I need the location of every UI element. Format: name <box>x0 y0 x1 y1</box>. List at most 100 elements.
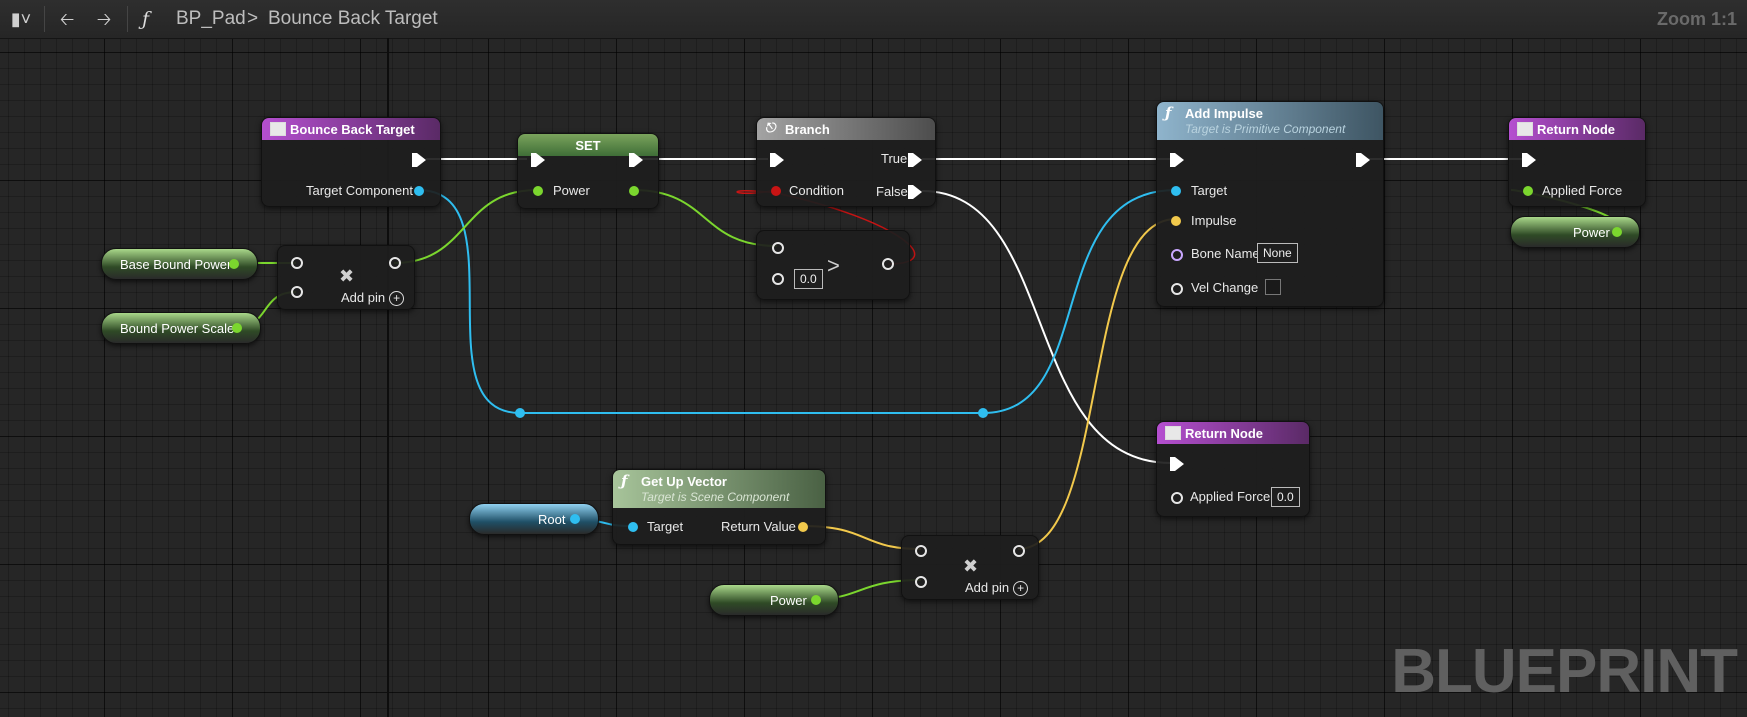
breadcrumb-blueprint[interactable]: BP_Pad <box>176 8 246 29</box>
set-variable-node[interactable]: SET Power <box>517 133 659 209</box>
exec-in-pin[interactable] <box>1170 153 1184 167</box>
plus-icon: + <box>1013 581 1029 596</box>
result-out-pin[interactable] <box>389 257 401 269</box>
bone-name-field[interactable]: None <box>1257 243 1298 263</box>
multiply-icon: ✖ <box>339 266 355 286</box>
exec-out-pin[interactable] <box>1356 153 1370 167</box>
a-in-pin[interactable] <box>772 242 784 254</box>
add-impulse-node[interactable]: ƒ Add Impulse Target is Primitive Compon… <box>1156 101 1384 307</box>
root-component-getter[interactable]: Root <box>469 503 599 535</box>
a-in-pin[interactable] <box>291 257 303 269</box>
applied-force-pin[interactable] <box>1523 186 1533 196</box>
node-title: Add Impulse <box>1185 106 1264 121</box>
pin-label: True <box>881 151 908 166</box>
result-out-pin[interactable] <box>1013 545 1025 557</box>
applied-force-field[interactable]: 0.0 <box>1271 487 1300 507</box>
multiply-vector-node[interactable]: ✖ Add pin+ <box>901 535 1039 600</box>
pin-label: Target <box>647 519 684 534</box>
multiply-node[interactable]: ✖ Add pin+ <box>277 245 415 310</box>
power-out-pin[interactable] <box>1612 227 1622 237</box>
exec-in-pin[interactable] <box>531 153 545 167</box>
base-bound-power-getter[interactable]: Base Bound Power <box>101 248 258 280</box>
node-title: Return Node <box>1537 122 1615 137</box>
b-in-pin[interactable] <box>291 286 303 298</box>
function-entry-icon <box>270 122 286 136</box>
return-value-pin[interactable] <box>798 522 808 532</box>
bookmark-menu-button[interactable]: ▮˅ <box>4 6 38 32</box>
greater-than-node[interactable]: 0.0 > <box>756 230 910 300</box>
function-entry-node[interactable]: Bounce Back Target Target Component <box>261 117 441 207</box>
breadcrumb-function[interactable]: Bounce Back Target <box>268 8 438 29</box>
add-pin-button[interactable]: Add pin+ <box>965 580 1029 596</box>
add-pin-button[interactable]: Add pin+ <box>341 290 405 306</box>
power-out-pin[interactable] <box>811 595 821 605</box>
b-in-pin[interactable] <box>772 273 784 285</box>
b-in-pin[interactable] <box>915 576 927 588</box>
bool-out-pin[interactable] <box>882 258 894 270</box>
exec-out-pin[interactable] <box>412 153 426 167</box>
return-node[interactable]: Return Node Applied Force <box>1508 117 1646 207</box>
node-title: Bounce Back Target <box>290 122 415 137</box>
back-arrow-icon: 🡠 <box>59 9 75 29</box>
pin-label: Applied Force <box>1190 489 1271 504</box>
pin-label: Impulse <box>1191 213 1237 228</box>
function-icon: ƒ <box>1165 104 1172 122</box>
zoom-indicator: Zoom 1:1 <box>1656 9 1737 29</box>
target-component-pin[interactable] <box>414 186 424 196</box>
impulse-pin[interactable] <box>1171 216 1181 226</box>
return-node-false[interactable]: Return Node Applied Force 0.0 <box>1156 421 1310 517</box>
condition-pin[interactable] <box>771 186 781 196</box>
variable-label: Base Bound Power <box>120 257 232 272</box>
target-pin[interactable] <box>1171 186 1181 196</box>
power-variable-getter-bottom[interactable]: Power <box>709 584 839 616</box>
exec-in-pin[interactable] <box>770 153 784 167</box>
pin-label: Return Value <box>721 519 796 534</box>
node-title: Return Node <box>1185 426 1263 441</box>
b-value-field[interactable]: 0.0 <box>794 269 823 289</box>
node-header: Return Node <box>1509 118 1645 140</box>
back-button[interactable]: 🡠 <box>54 6 80 32</box>
applied-force-pin[interactable] <box>1171 492 1183 504</box>
pin-label: Bone Name <box>1191 246 1260 261</box>
bound-power-scale-getter[interactable]: Bound Power Scale <box>101 312 261 344</box>
breadcrumb-separator: > <box>247 8 259 29</box>
node-subtitle: Target is Scene Component <box>641 490 790 504</box>
forward-button[interactable]: 🡢 <box>91 6 117 32</box>
pin-label: Condition <box>789 183 844 198</box>
node-title: SET <box>575 138 601 153</box>
bone-name-pin[interactable] <box>1171 249 1183 261</box>
node-title: Branch <box>785 122 830 137</box>
power-variable-getter[interactable]: Power <box>1510 216 1640 248</box>
node-header: Bounce Back Target <box>262 118 440 140</box>
graph-origin-line <box>387 38 389 717</box>
vel-change-pin[interactable] <box>1171 283 1183 295</box>
function-icon: ƒ <box>621 472 628 490</box>
plus-icon: + <box>389 291 405 306</box>
pin-label: Target Component <box>306 183 413 198</box>
vel-change-checkbox[interactable] <box>1265 279 1281 295</box>
return-icon <box>1517 122 1533 136</box>
exec-out-pin[interactable] <box>629 153 643 167</box>
exec-in-pin[interactable] <box>1170 457 1184 471</box>
get-up-vector-node[interactable]: ƒ Get Up Vector Target is Scene Componen… <box>612 469 826 545</box>
value-out-pin[interactable] <box>229 259 239 269</box>
pin-label: Vel Change <box>1191 280 1259 295</box>
value-out-pin[interactable] <box>570 514 580 524</box>
node-header: ƒ Get Up Vector Target is Scene Componen… <box>613 470 825 508</box>
forward-arrow-icon: 🡢 <box>96 9 112 29</box>
bookmark-icon: ▮˅ <box>10 9 32 29</box>
a-in-pin[interactable] <box>915 545 927 557</box>
exec-in-pin[interactable] <box>1522 153 1536 167</box>
value-out-pin[interactable] <box>232 323 242 333</box>
power-in-pin[interactable] <box>533 186 543 196</box>
node-header: ⎋ Branch <box>757 118 935 140</box>
variable-label: Power <box>770 593 807 608</box>
operator-label: > <box>827 253 840 278</box>
target-pin[interactable] <box>628 522 638 532</box>
false-exec-pin[interactable] <box>908 185 922 199</box>
true-exec-pin[interactable] <box>908 153 922 167</box>
branch-node[interactable]: ⎋ Branch True Condition False <box>756 117 936 207</box>
branch-icon: ⎋ <box>765 121 776 136</box>
variable-label: Root <box>538 512 566 527</box>
power-out-pin[interactable] <box>629 186 639 196</box>
